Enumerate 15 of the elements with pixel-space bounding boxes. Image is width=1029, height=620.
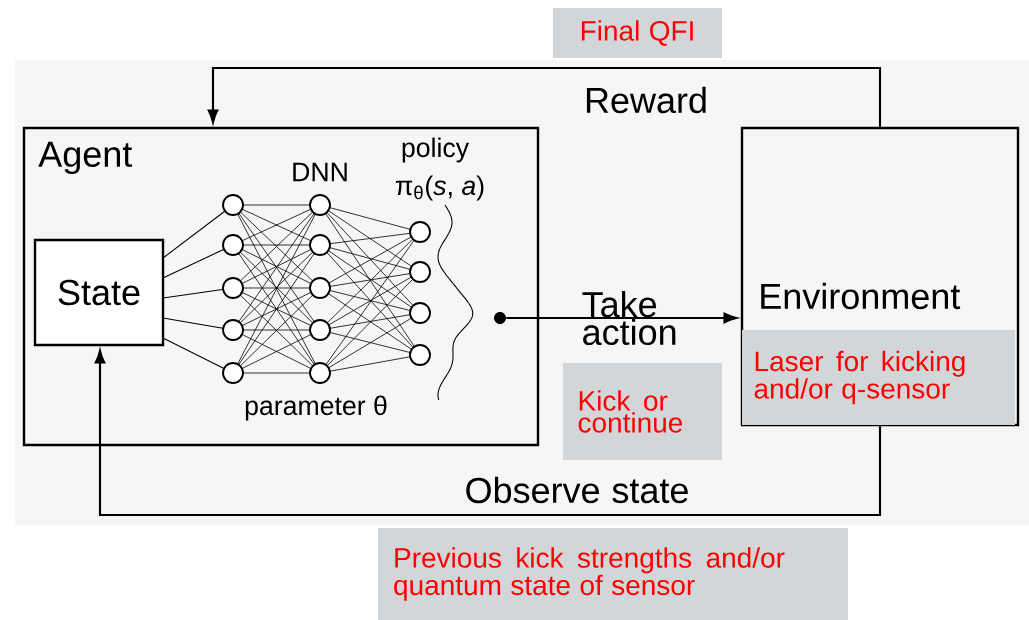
annotation-box: Previous kick strengths and/or quantum state of sensor [378,528,848,620]
network-label: DNN [293,162,347,182]
edge-label: Observe state [466,476,688,504]
arrow [94,349,882,517]
arrow [207,66,882,127]
annotation-box: Final QFI [553,8,722,58]
arrow [506,312,738,324]
edge-label: Take action [582,290,676,346]
formula-label: π$_{θ}$(s, a) [395,175,484,201]
policy-label: policy [402,137,469,163]
edge-label: Reward [586,86,706,114]
annotation-box: Kick or continue [563,363,722,460]
annotation-box: Laser for kicking and/or q-sensor [742,330,1015,425]
parameter-label: parameter θ [245,395,387,421]
state-box: State [33,238,165,347]
